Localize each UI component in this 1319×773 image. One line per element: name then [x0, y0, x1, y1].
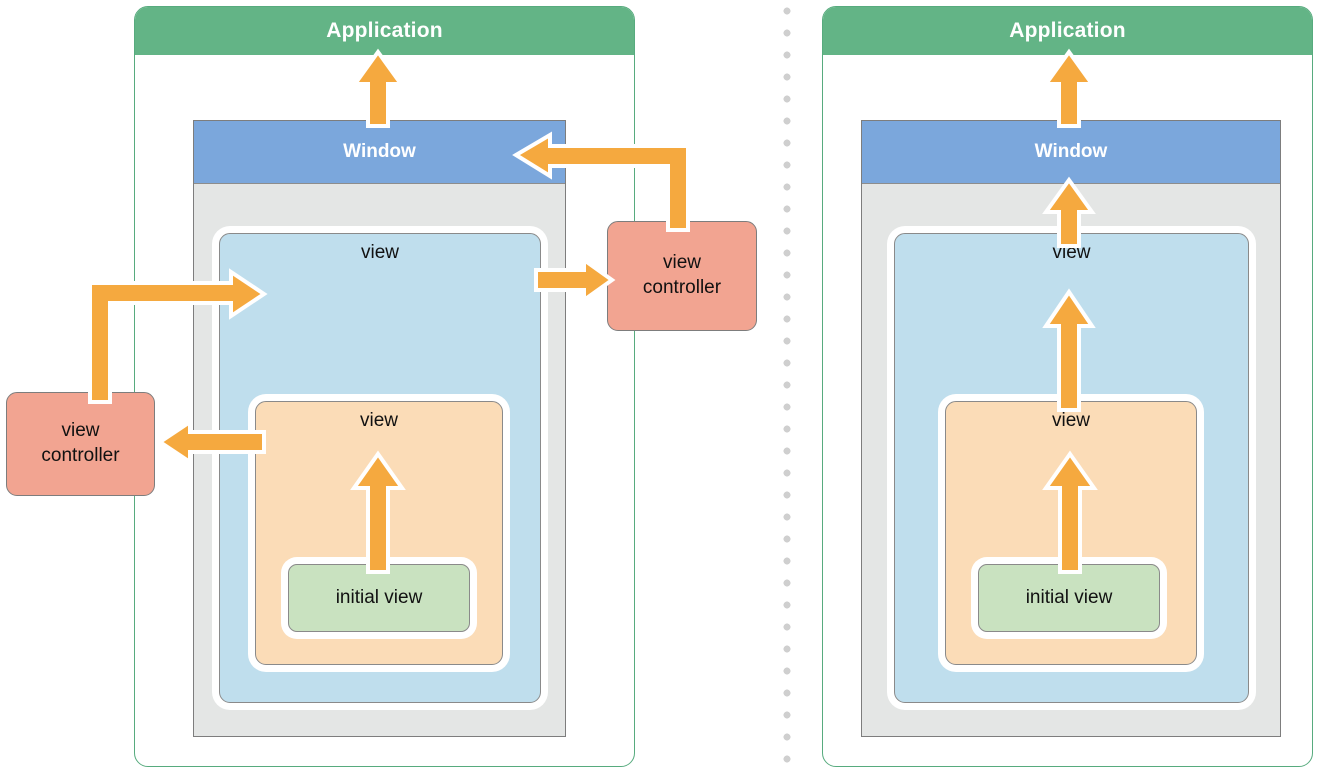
right-initial-view: initial view — [978, 564, 1160, 632]
left-outer-view-label: view — [360, 242, 399, 263]
left-inner-view-label: view — [359, 410, 398, 431]
arrow-left-inner-view-to-vc-outer — [156, 418, 266, 466]
arrow-left-vc-outer-to-outer-view — [66, 262, 268, 404]
arrow-left-window-to-application — [349, 48, 407, 128]
arrow-left-outer-view-to-vc-inner — [534, 256, 616, 304]
right-application-title: Application — [823, 7, 1312, 55]
arrow-left-initial-view-to-inner-view — [348, 450, 408, 574]
panel-divider-dotted — [782, 0, 792, 773]
left-view-controller-outer-label: view controller — [41, 420, 120, 466]
arrow-right-window-to-application — [1040, 48, 1098, 128]
left-view-controller-outer: view controller — [6, 392, 155, 496]
arrow-right-initial-view-to-inner-view — [1040, 450, 1100, 574]
left-initial-view-label: initial view — [335, 587, 423, 609]
arrow-left-vc-inner-to-window — [512, 130, 702, 232]
right-initial-view-label: initial view — [1025, 587, 1113, 609]
right-window-title: Window — [862, 121, 1280, 184]
arrow-right-outer-view-to-window — [1040, 176, 1098, 248]
left-window-title: Window — [194, 121, 565, 184]
left-initial-view: initial view — [288, 564, 470, 632]
right-inner-view-label: view — [1051, 410, 1090, 431]
left-view-controller-inner: view controller — [607, 221, 757, 331]
arrow-right-inner-view-to-outer-view — [1040, 288, 1098, 412]
left-application-title: Application — [135, 7, 634, 55]
left-view-controller-inner-label: view controller — [642, 252, 722, 298]
